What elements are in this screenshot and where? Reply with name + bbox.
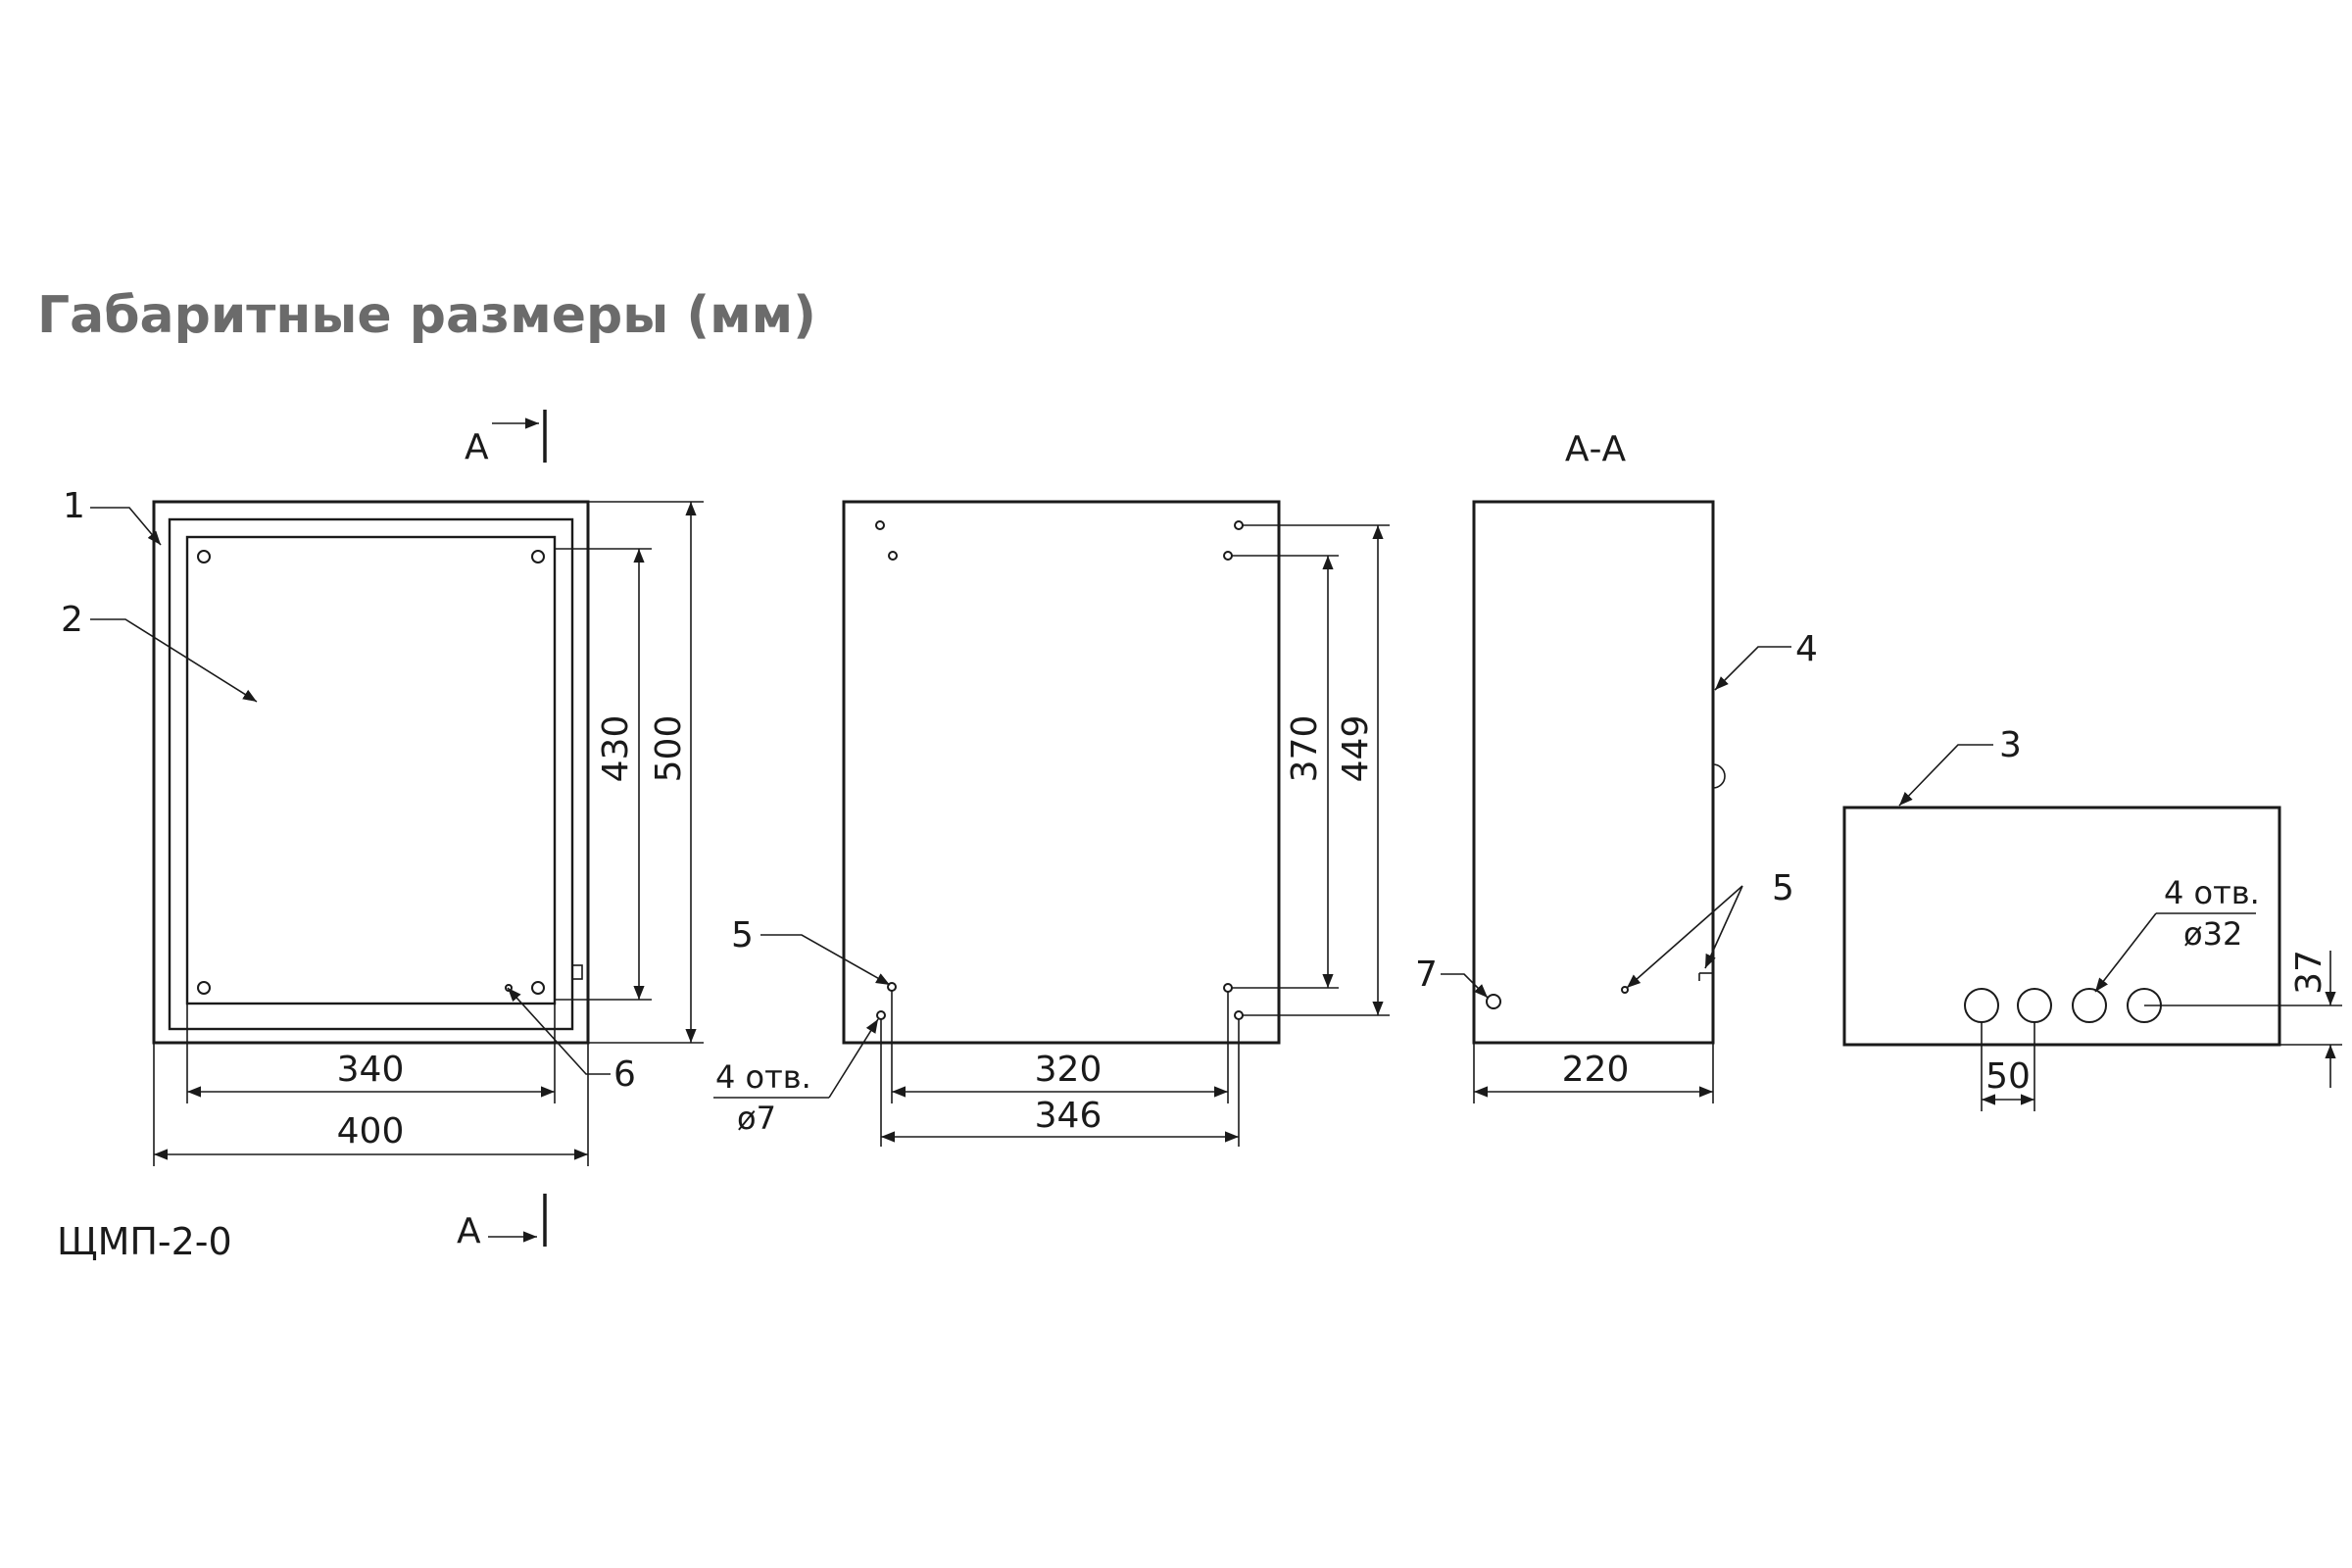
cable-entry-hole (1964, 988, 1999, 1023)
dim-label-37: 37 (2289, 950, 2329, 995)
leader-2 (90, 618, 258, 703)
dim-label-320: 320 (1035, 1050, 1102, 1090)
leader-5 (760, 934, 891, 986)
cable-entry-hole (2072, 988, 2107, 1023)
leader-1 (90, 507, 162, 546)
dim-label-370: 370 (1285, 715, 1325, 783)
dim-label-430: 430 (596, 715, 636, 783)
back-hole (1234, 1010, 1244, 1020)
dim-label-400: 400 (337, 1111, 405, 1152)
part-number-6: 6 (613, 1054, 636, 1095)
section-view: А-А 4 5 7 220 (1415, 429, 1818, 1103)
lock (1712, 763, 1726, 789)
leader-6 (507, 987, 611, 1075)
leader-holes (828, 1018, 879, 1099)
back-hole (876, 1010, 886, 1020)
section-mark-top: А (465, 427, 489, 467)
cable-entry-hole (2017, 988, 2052, 1023)
part-number-7: 7 (1415, 955, 1438, 995)
dim-label-346: 346 (1035, 1096, 1102, 1136)
bottom-view: 3 4 отв. ø32 37 50 (1842, 725, 2342, 1111)
back-hole (888, 551, 898, 561)
back-hole (1234, 520, 1244, 530)
note-holes-diameter: ø7 (737, 1100, 776, 1137)
leader-3 (1898, 744, 1993, 807)
mounting-panel (185, 535, 557, 1005)
side-earth-stud (1486, 994, 1501, 1009)
part-number-2: 2 (61, 600, 83, 640)
model-label: ЩМП-2-0 (57, 1220, 232, 1263)
note-entry-count: 4 отв. (2164, 874, 2260, 911)
back-hole (1223, 983, 1233, 993)
part-number-5-side: 5 (1772, 868, 1794, 908)
front-door (168, 517, 574, 1031)
leader-4 (1714, 646, 1791, 691)
panel-hole (197, 550, 211, 564)
hinge (571, 964, 583, 980)
dim-label-50: 50 (1985, 1056, 2031, 1097)
front-view: 430 500 340 400 1 2 6 А А ЩМП-2-0 (57, 410, 704, 1263)
side-hole (1621, 986, 1629, 994)
panel-hole (197, 981, 211, 995)
back-hole (875, 520, 885, 530)
section-view-label: А-А (1565, 429, 1627, 469)
leader-5-side-a (1626, 885, 1743, 989)
panel-hole (531, 981, 545, 995)
note-holes-count: 4 отв. (715, 1058, 811, 1096)
section-mark-bottom: А (457, 1211, 481, 1251)
part-number-1: 1 (63, 486, 85, 526)
dim-label-220: 220 (1562, 1050, 1630, 1090)
back-panel (842, 500, 1281, 1045)
dim-label-340: 340 (337, 1050, 405, 1090)
leader-entry (2094, 912, 2157, 993)
back-view: 370 449 320 346 5 4 отв. ø7 (713, 500, 1390, 1147)
leader-7 (1441, 973, 1489, 999)
part-number-4: 4 (1795, 629, 1818, 669)
dim-label-500: 500 (649, 715, 689, 783)
part-number-5: 5 (731, 915, 754, 956)
back-hole (1223, 551, 1233, 561)
dim-label-449: 449 (1336, 715, 1376, 783)
leader-5-side-b (1704, 885, 1743, 969)
front-outer-frame (152, 500, 590, 1045)
panel-hole (531, 550, 545, 564)
note-entry-diameter: ø32 (2183, 915, 2242, 953)
side-body (1472, 500, 1715, 1045)
part-number-3: 3 (1999, 725, 2022, 765)
drawing-title: Габаритные размеры (мм) (37, 286, 816, 345)
